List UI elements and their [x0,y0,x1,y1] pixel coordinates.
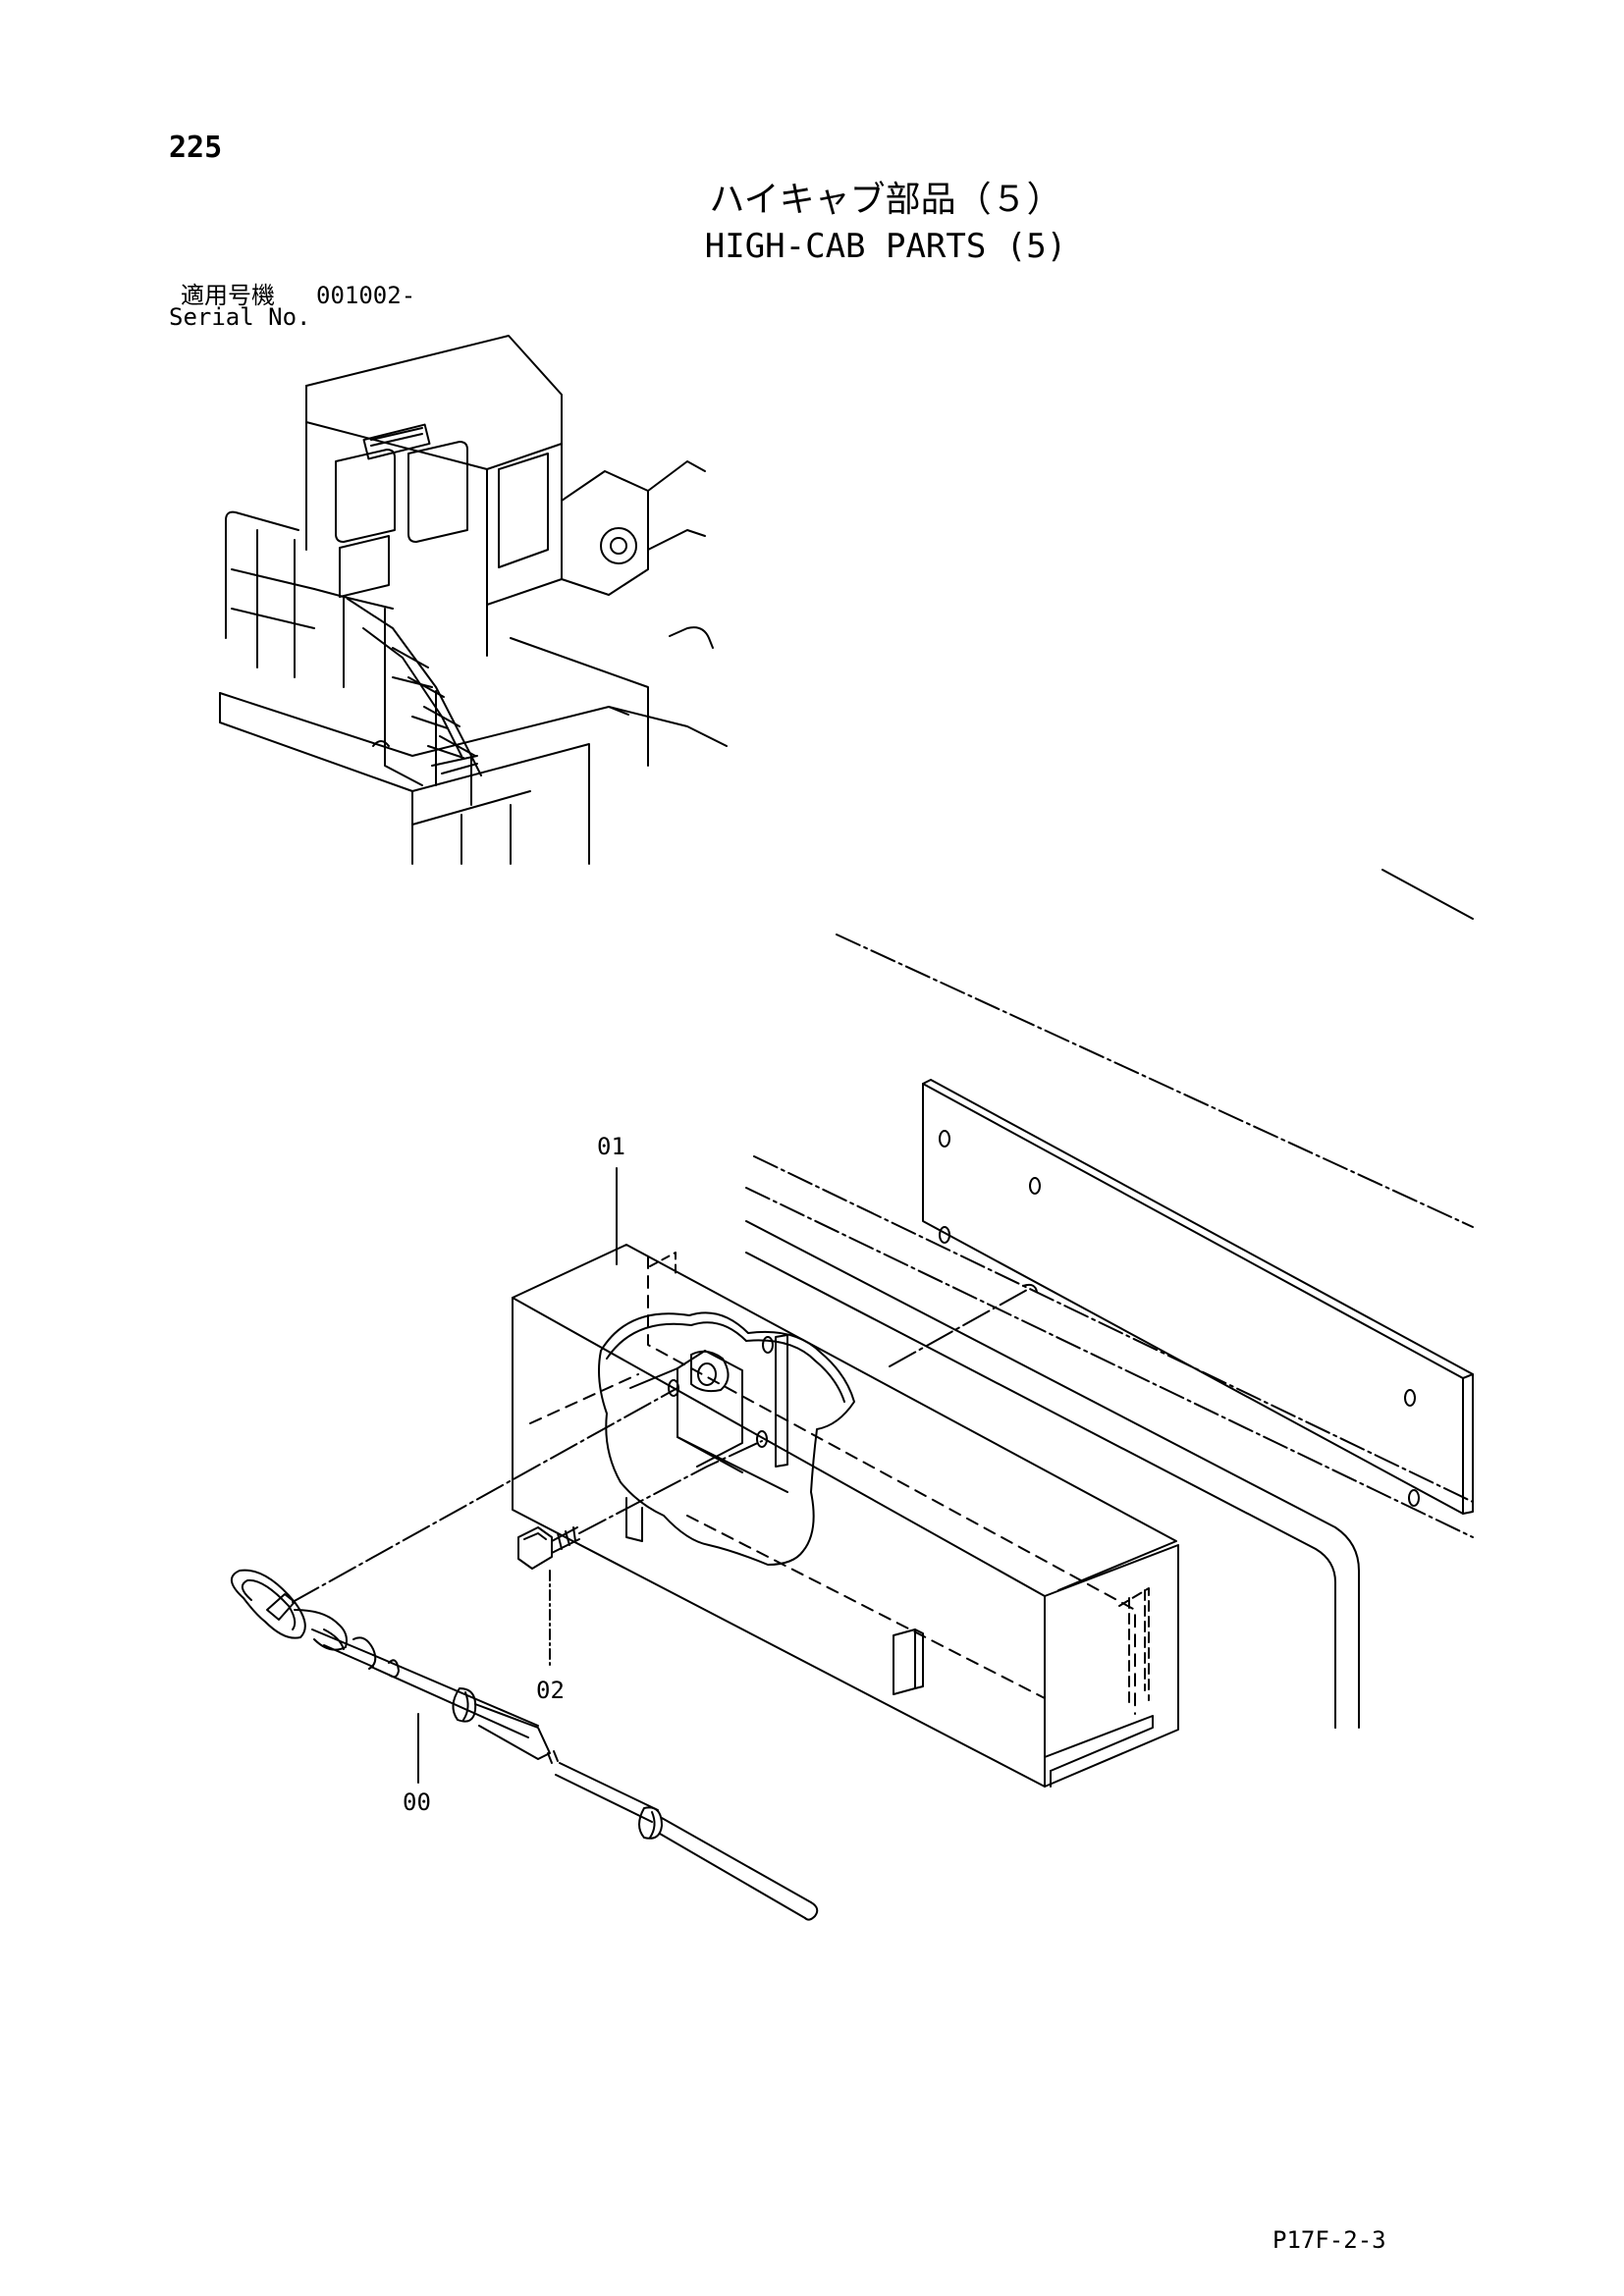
curved-rail [745,1220,1360,1729]
mounting-plate [922,1079,1474,1515]
background-structure-lines [745,869,1474,1538]
machine-overview-illustration [219,335,728,865]
serial-label-english: Serial No. [169,303,311,331]
serial-number-value: 001002- [316,282,416,309]
cable-part-00 [231,1387,819,1921]
callout-label-00: 00 [403,1789,431,1816]
callout-label-01: 01 [597,1133,625,1160]
serial-label-japanese: 適用号機 [181,282,275,309]
drawing-code: P17F-2-3 [1272,2226,1386,2254]
storage-box-part-01 [512,1244,1179,1788]
bolt-part-02 [517,1440,763,1668]
page-title-japanese: ハイキャブ部品（５） [709,180,1062,220]
callout-label-02: 02 [536,1677,565,1704]
page-number: 225 [169,131,223,165]
page-title-english: HIGH-CAB PARTS (5) [704,227,1067,266]
